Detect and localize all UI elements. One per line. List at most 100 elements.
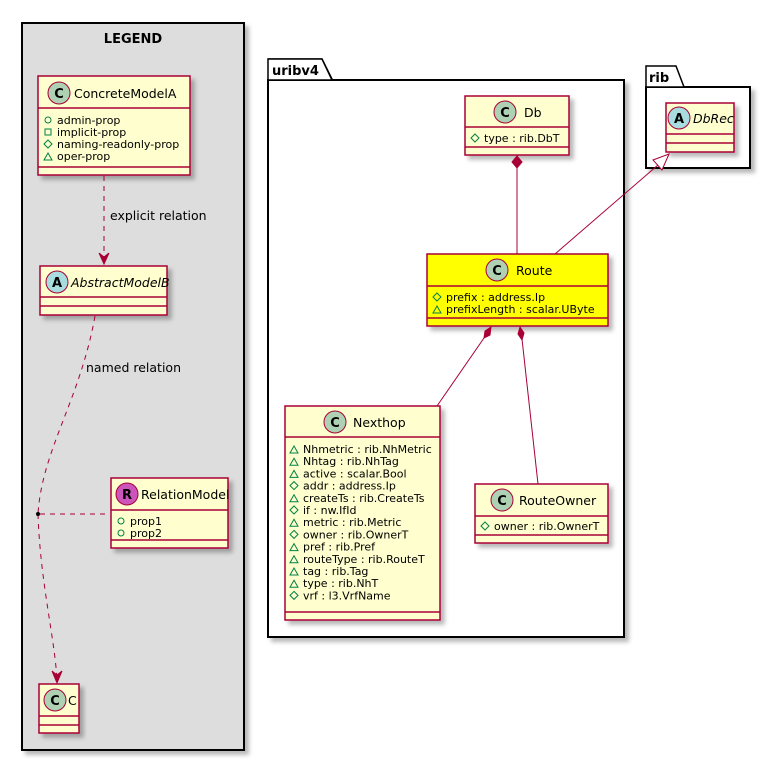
visibility-protected-icon [432,292,442,302]
abstract-badge-a: A [667,106,691,130]
class-name: AbstractModelB [70,275,170,290]
class-name: ConcreteModelA [74,86,177,101]
class-name: DbRec [693,111,734,126]
attribute-text: createTs : rib.CreateTs [303,492,425,505]
visibility-public-icon [44,116,52,124]
visibility-package-icon [289,518,299,527]
svg-text:C: C [50,694,60,709]
composition-diamond [517,325,525,342]
relation-junction-dot [36,512,40,516]
attribute-text: oper-prop [57,150,110,163]
edge-named-relation: named relation [36,315,181,685]
attribute-text: metric : rib.Metric [303,516,401,529]
attribute-text: Nhtag : rib.NhTag [303,455,399,468]
visibility-public-icon [117,517,125,525]
class-badge-c: C [43,688,67,712]
svg-text:C: C [497,494,507,509]
class-name: RelationModel [141,487,229,502]
attribute-text: active : scalar.Bool [303,467,407,480]
class-badge-c: C [493,100,517,124]
visibility-package-icon [289,554,299,564]
class-route[interactable]: C Route prefix : address.IpprefixLength … [426,253,609,327]
visibility-package-icon [289,457,299,466]
svg-text:A: A [674,112,684,127]
attribute-text: naming-readonly-prop [57,138,179,151]
attribute-text: if : nw.IfId [303,504,356,517]
attribute-text: tag : rib.Tag [303,565,368,578]
class-name: RouteOwner [519,493,597,508]
visibility-protected-icon [289,529,299,540]
attribute-list: type : rib.DbT [470,132,560,145]
visibility-package-icon [289,542,299,552]
edge-label: named relation [86,360,181,375]
visibility-protected-icon [289,590,299,601]
attribute-list: owner : rib.OwnerT [480,520,600,533]
attribute-text: implicit-prop [57,126,126,139]
class-name: Nexthop [353,415,406,430]
edge-explicit-relation: explicit relation [98,176,207,266]
visibility-package-icon [289,566,299,576]
composition-diamond [511,155,523,169]
svg-text:C: C [492,264,502,279]
visibility-protected-icon [289,505,299,515]
package-name: uribv4 [272,64,319,79]
visibility-protected-icon [480,521,490,531]
attribute-list: admin-propimplicit-propnaming-readonly-p… [43,114,179,163]
class-name: C [68,693,77,708]
svg-text:R: R [122,488,132,503]
svg-text:C: C [54,87,64,102]
edge-db-route-composition [511,155,523,254]
class-badge-c: C [485,258,509,282]
class-concrete-model-a[interactable]: C ConcreteModelA admin-propimplicit-prop… [37,75,191,176]
abstract-badge-a: A [45,270,69,294]
attribute-text: Nhmetric : rib.NhMetric [303,443,432,456]
svg-text:C: C [500,106,510,121]
attribute-text: type : rib.DbT [484,132,560,145]
visibility-protected-icon [43,139,53,149]
class-routeowner[interactable]: C RouteOwner owner : rib.OwnerT [474,483,609,544]
svg-text:A: A [52,276,62,291]
attribute-text: prop1 [130,515,162,528]
attribute-text: type : rib.NhT [303,577,379,590]
visibility-private-icon [44,128,52,136]
visibility-package-icon [289,579,299,588]
attribute-text: pref : rib.Pref [303,541,376,554]
class-c[interactable]: C C [38,683,80,734]
visibility-public-icon [117,529,125,537]
visibility-package-icon [289,493,299,503]
relation-badge-r: R [115,482,139,506]
attribute-text: prefix : address.Ip [446,291,545,304]
attribute-text: routeType : rib.RouteT [303,553,425,566]
visibility-package-icon [289,444,299,454]
edge-route-nexthop-composition [436,325,492,407]
attribute-text: owner : rib.OwnerT [494,520,600,533]
legend-title: LEGEND [104,32,163,47]
package-name: rib [649,71,669,86]
arrowhead [98,252,110,266]
attribute-text: admin-prop [57,114,120,127]
attribute-text: prop2 [130,527,162,540]
attribute-text: prefixLength : scalar.UByte [446,303,595,316]
attribute-text: vrf : l3.VrfName [303,589,391,602]
inheritance-triangle [652,153,670,171]
arrowhead [51,670,63,685]
class-abstract-model-b[interactable]: A AbstractModelB [39,265,170,316]
class-name: Route [516,263,553,278]
svg-text:C: C [330,416,340,431]
edge-label: explicit relation [110,208,207,223]
edge-route-dbrec-inheritance [554,153,670,255]
visibility-package-icon [43,151,53,161]
attribute-text: owner : rib.OwnerT [303,528,409,541]
class-badge-c: C [490,488,514,512]
composition-diamond [483,325,492,339]
class-db[interactable]: C Db type : rib.DbT [464,95,570,156]
attribute-text: addr : address.Ip [303,480,396,493]
class-name: Db [524,105,542,120]
class-dbrec[interactable]: A DbRec [665,102,735,153]
